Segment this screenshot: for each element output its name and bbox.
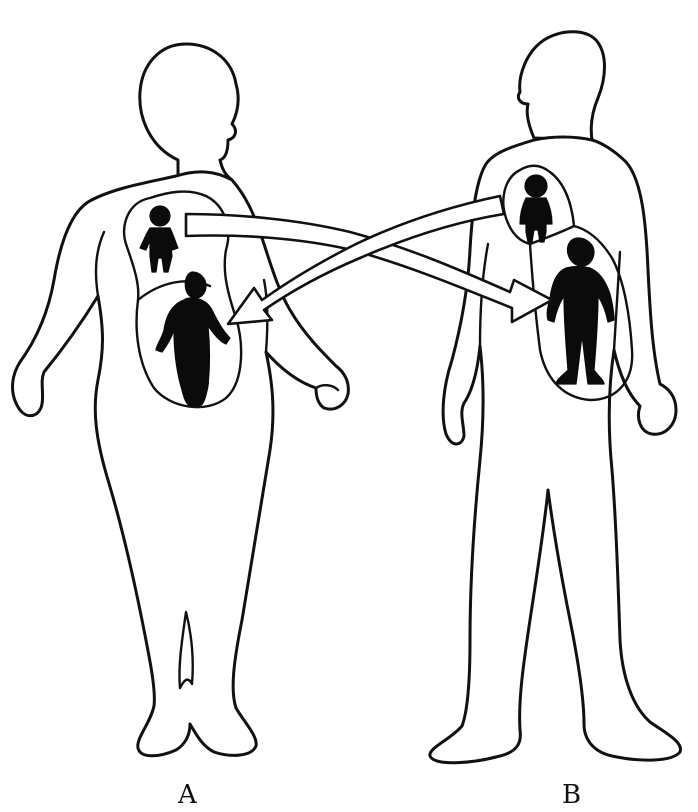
figure-b-body-outline <box>430 137 681 763</box>
figure-b-label: B <box>562 782 581 808</box>
figure-b-man <box>430 32 681 763</box>
figure-a-label: A <box>178 782 197 808</box>
figure-a-woman <box>13 44 349 756</box>
figure-b-head <box>518 32 604 140</box>
figure-a-head <box>140 44 238 180</box>
